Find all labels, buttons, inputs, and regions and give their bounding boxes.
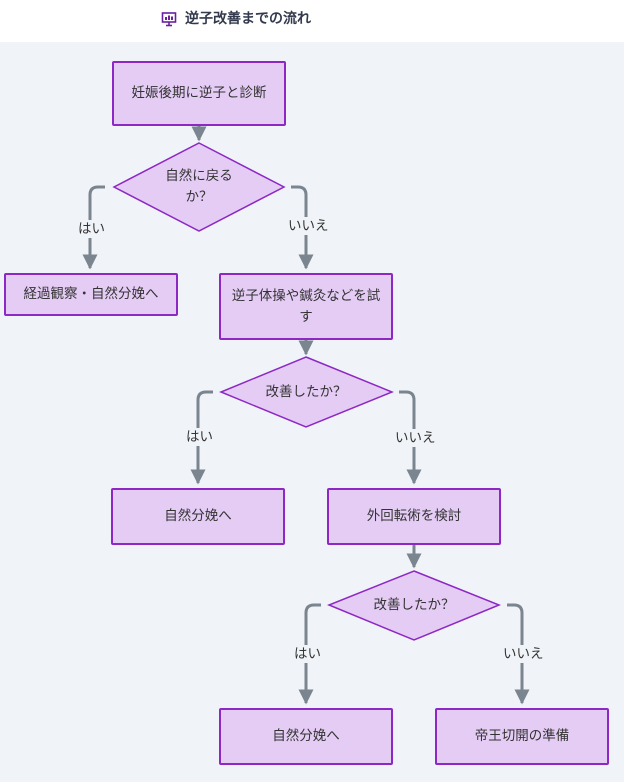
edge-q1-observe (82, 185, 105, 270)
edge-label-q1-no: いいえ (287, 217, 330, 235)
edge-label-q3-no: いいえ (502, 645, 545, 663)
presentation-chart-icon (161, 12, 177, 27)
decision-diamond-q2 (219, 356, 394, 428)
edge-q3-natural3 (298, 603, 321, 705)
diagram-title: 逆子改善までの流れ (185, 11, 311, 27)
diagram-header: 逆子改善までの流れ (0, 0, 624, 42)
node-try-methods: 逆子体操や鍼灸などを試す (219, 273, 393, 340)
decision-label-q2: 改善したか？ (265, 383, 347, 400)
edge-q2-natural2 (190, 390, 213, 485)
decision-diamond-q3 (327, 570, 501, 641)
node-external-version: 外回転術を検討 (327, 488, 501, 545)
edge-q3-cesarean (507, 603, 530, 705)
node-natural-birth-3: 自然分娩へ (219, 708, 393, 765)
edge-q2-ecv (399, 390, 422, 485)
decision-label-q1: 自然に戻るか？ (165, 168, 233, 205)
node-natural-birth-2: 自然分娩へ (111, 488, 285, 545)
edge-label-q2-no: いいえ (394, 429, 437, 447)
decision-diamond-q1 (112, 142, 286, 232)
edge-q1-try (291, 185, 314, 270)
edge-label-q1-yes: はい (77, 220, 106, 238)
node-cesarean: 帝王切開の準備 (435, 708, 609, 765)
node-observe: 経過観察・自然分娩へ (4, 273, 178, 316)
edge-label-q2-yes: はい (185, 428, 214, 446)
node-diagnosis: 妊娠後期に逆子と診断 (112, 61, 286, 126)
decision-label-q3: 改善したか？ (373, 596, 455, 613)
edge-label-q3-yes: はい (293, 645, 322, 663)
